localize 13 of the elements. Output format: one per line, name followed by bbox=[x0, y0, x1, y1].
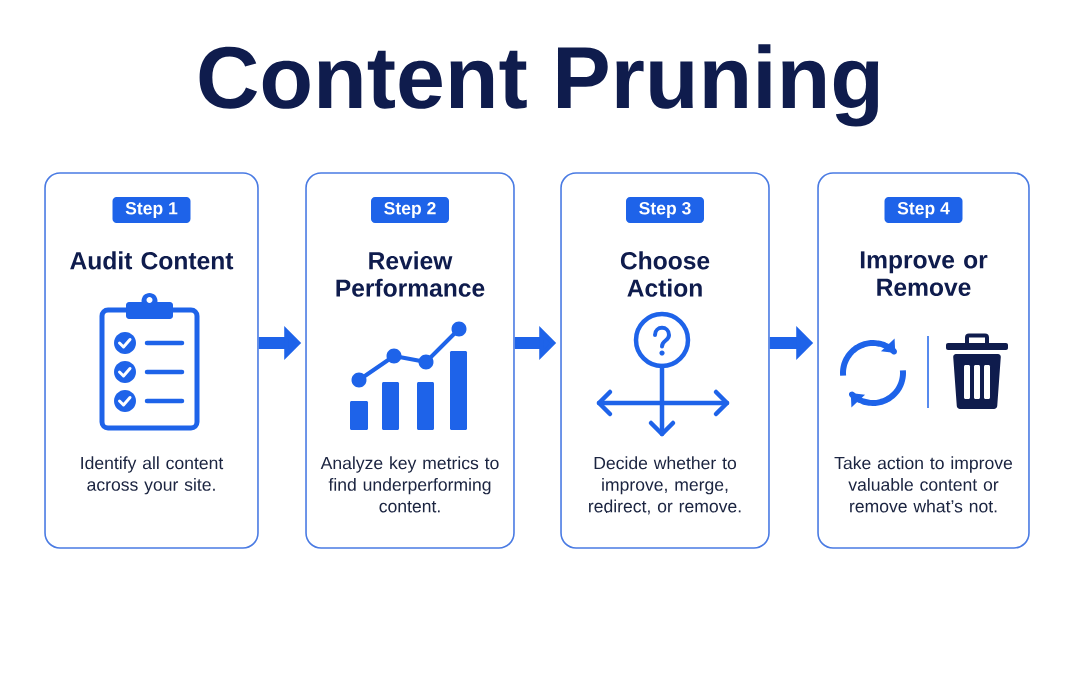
step-badge: Step 2 bbox=[371, 197, 449, 223]
step-badge: Step 1 bbox=[112, 197, 191, 223]
step-description: Decide whether to improve, merge, redirect, or remove. bbox=[589, 456, 741, 515]
step-description: Take action to improve valuable content or remove what’s not. bbox=[834, 456, 1013, 513]
step-heading: Audit Content bbox=[70, 251, 234, 270]
step-heading: Review Performance bbox=[336, 251, 485, 297]
step-badge: Step 3 bbox=[626, 197, 704, 223]
title: Content Pruning bbox=[199, 44, 879, 127]
step-description: Analyze key metrics to find underperforming content. bbox=[320, 456, 499, 513]
step-description: Identify all content across your site. bbox=[81, 456, 224, 495]
step-badge: Step 4 bbox=[884, 197, 963, 223]
step-heading: Improve or Remove bbox=[860, 251, 988, 296]
step-heading: Choose Action bbox=[620, 251, 710, 297]
